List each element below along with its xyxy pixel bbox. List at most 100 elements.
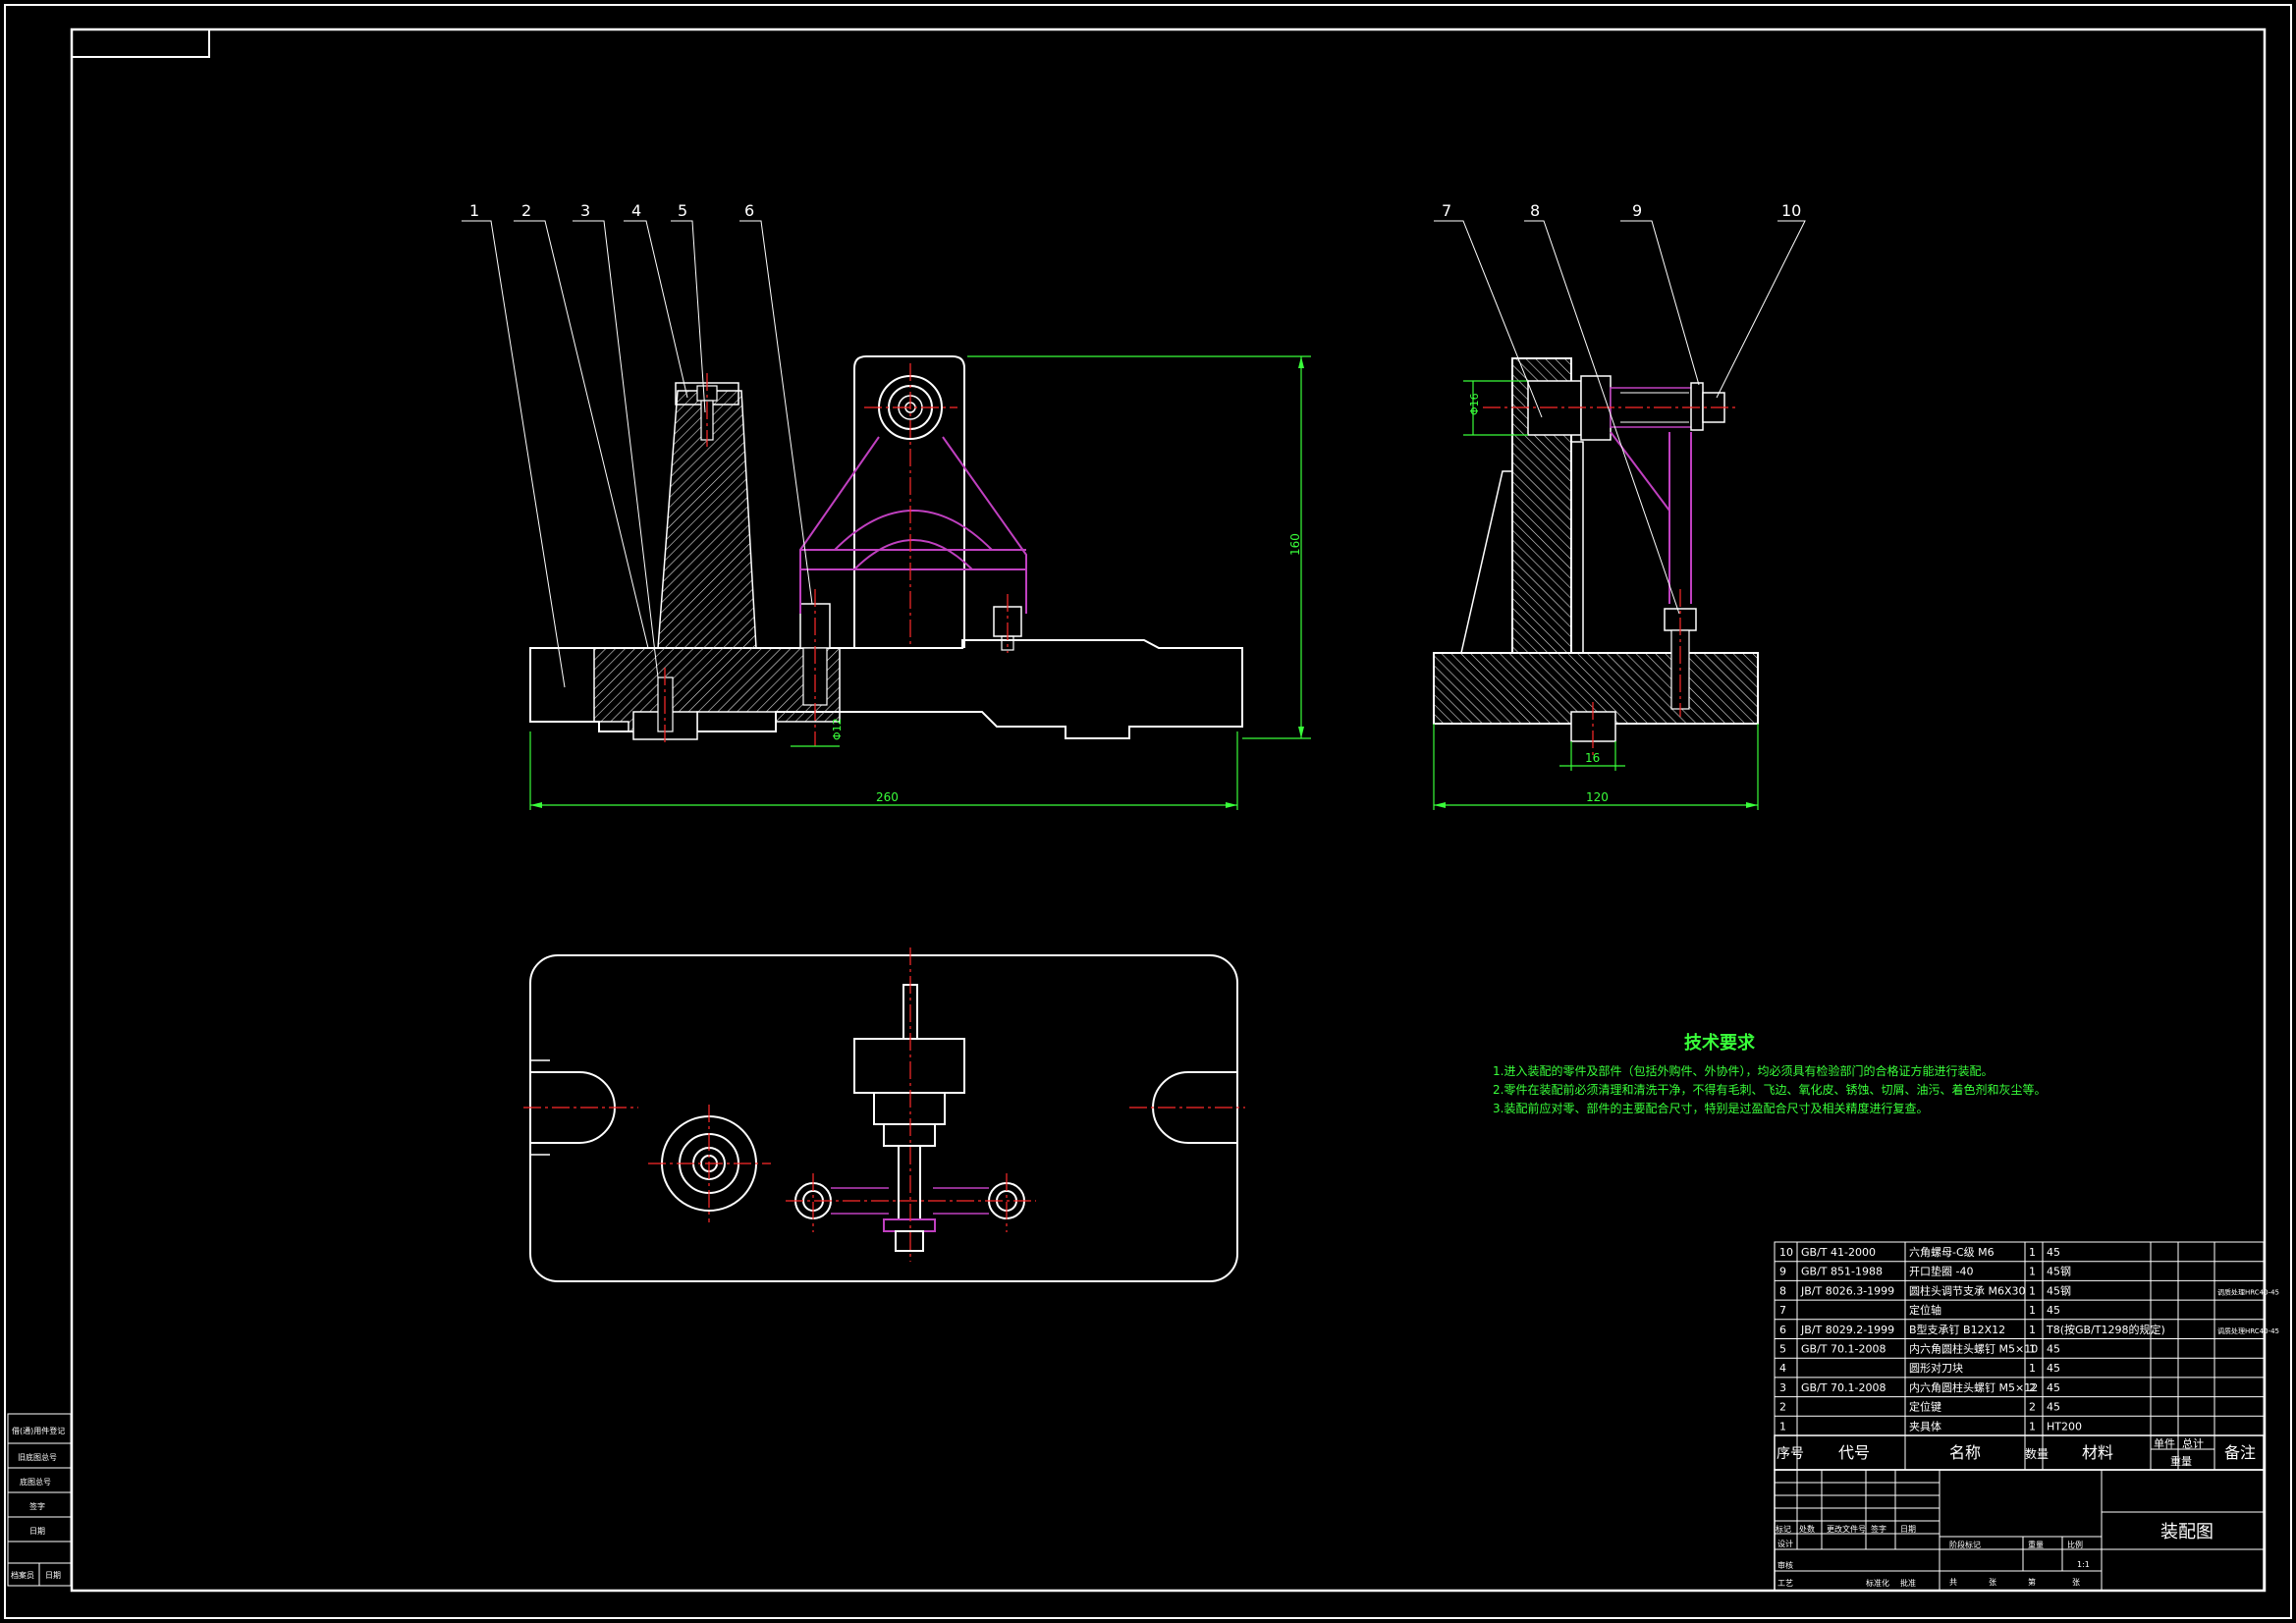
stage-label: 重量 [2028, 1540, 2044, 1549]
parts-cell-no: 6 [1779, 1324, 1786, 1336]
title-block-labels: 标记 处数 更改文件号 签字 日期 设计 审核 工艺 标准化 批准 阶段标记 重… [1776, 1524, 2090, 1588]
header-code: 代号 [1838, 1443, 1870, 1462]
tech-requirement-item: 2.零件在装配前必须清理和清洗干净，不得有毛刺、飞边、氧化皮、锈蚀、切屑、油污、… [1493, 1082, 2046, 1097]
sign-label: 签字 [1871, 1524, 1886, 1534]
parts-cell-qty: 1 [2029, 1343, 2036, 1356]
parts-cell-code: JB/T 8026.3-1999 [1800, 1284, 1894, 1297]
sheet-label: 张 [2072, 1578, 2080, 1587]
header-unit-weight: 单件 [2154, 1437, 2175, 1450]
left-strip [7, 1413, 72, 1587]
balloon-1: 1 [469, 201, 479, 220]
left-strip-label: 日期 [45, 1571, 61, 1580]
dim-side-small: 16 [1585, 751, 1600, 765]
parts-cell-name: 定位轴 [1909, 1303, 1941, 1317]
parts-cell-qty: 1 [2029, 1246, 2036, 1259]
parts-cell-material: 45 [2047, 1362, 2060, 1375]
title-block [1774, 1469, 2265, 1592]
sheet-label: 张 [1989, 1578, 1996, 1587]
parts-row: 6 JB/T 8029.2-1999 B型支承钉 B12X12 1 T8(按GB/T12… [1779, 1323, 2279, 1336]
sign-label: 设计 [1777, 1539, 1793, 1548]
balloon-labels: 1 2 3 4 5 6 7 8 9 10 [469, 201, 1801, 220]
header-material: 材料 [2082, 1443, 2113, 1462]
front-view: 260 160 Φ12 [529, 355, 1311, 810]
header-qty: 数量 [2025, 1446, 2049, 1461]
parts-cell-material: 45钢 [2047, 1284, 2071, 1297]
header-total-weight: 总计 [2182, 1436, 2204, 1450]
left-strip-label: 旧底图总号 [18, 1452, 57, 1462]
parts-cell-remark: 调质处理HRC40-45 [2217, 1326, 2279, 1335]
parts-cell-name: 内六角圆柱头螺钉 M5×12 [1909, 1380, 2038, 1394]
parts-cell-material: 45钢 [2047, 1266, 2071, 1278]
parts-cell-material: HT200 [2047, 1420, 2082, 1433]
parts-header: 序号 代号 名称 数量 材料 单件 总计 重量 备注 [1774, 1434, 2265, 1471]
parts-cell-qty: 1 [2029, 1362, 2036, 1375]
parts-cell-no: 2 [1779, 1401, 1786, 1414]
sheet-label: 第 [2028, 1577, 2036, 1587]
top-view-centerlines [523, 947, 1245, 1262]
tech-requirements-title: 技术要求 [1684, 1032, 1756, 1054]
parts-cell-name: 六角螺母-C级 M6 [1909, 1246, 1995, 1259]
parts-cell-material: 45 [2047, 1304, 2060, 1317]
parts-cell-qty: 1 [2029, 1266, 2036, 1278]
tech-requirements: 技术要求 1.进入装配的零件及部件（包括外购件、外协件），均必须具有检验部门的合… [1493, 1032, 2046, 1115]
parts-cell-qty: 2 [2029, 1381, 2036, 1394]
left-strip-label: 档案员 [11, 1570, 34, 1580]
balloon-4: 4 [631, 201, 641, 220]
balloon-leaders [462, 220, 1806, 688]
stage-label: 阶段标记 [1949, 1540, 1981, 1549]
left-strip-label: 签字 [29, 1501, 45, 1511]
parts-cell-material: 45 [2047, 1381, 2060, 1394]
sign-label: 更改文件号 [1827, 1524, 1866, 1534]
parts-cell-code: GB/T 41-2000 [1801, 1246, 1876, 1259]
balloon-7: 7 [1442, 201, 1451, 220]
parts-cell-name: 夹具体 [1909, 1419, 1941, 1433]
parts-cell-code: GB/T 70.1-2008 [1801, 1381, 1886, 1394]
parts-cell-name: B型支承钉 B12X12 [1909, 1323, 2005, 1336]
scale-value: 1:1 [2077, 1560, 2090, 1569]
top-view [529, 954, 1238, 1282]
balloon-3: 3 [580, 201, 590, 220]
parts-cell-qty: 2 [2029, 1401, 2036, 1414]
sign-label: 标记 [1776, 1524, 1791, 1534]
parts-cell-remark: 调质处理HRC40-45 [2217, 1287, 2279, 1296]
parts-cell-code: JB/T 8029.2-1999 [1800, 1324, 1894, 1336]
sign-label: 处数 [1799, 1524, 1815, 1534]
parts-cell-material: 45 [2047, 1401, 2060, 1414]
drawing-name: 装配图 [2160, 1522, 2214, 1542]
parts-cell-material: T8(按GB/T1298的规定) [2046, 1323, 2165, 1336]
left-strip-label: 借(通)用件登记 [12, 1426, 65, 1435]
parts-cell-no: 7 [1779, 1304, 1786, 1317]
sign-label: 日期 [1900, 1525, 1916, 1534]
header-weight: 重量 [2170, 1454, 2192, 1468]
parts-cell-no: 10 [1779, 1246, 1793, 1259]
parts-cell-no: 9 [1779, 1266, 1786, 1278]
sheet-label: 共 [1949, 1578, 1957, 1587]
tech-requirement-item: 1.进入装配的零件及部件（包括外购件、外协件），均必须具有检验部门的合格证方能进… [1493, 1063, 1993, 1078]
sign-label: 批准 [1900, 1578, 1916, 1588]
parts-cell-no: 4 [1779, 1362, 1786, 1375]
balloon-5: 5 [678, 201, 687, 220]
left-strip-label: 日期 [29, 1527, 45, 1536]
left-strip-labels: 借(通)用件登记 旧底图总号 底图总号 签字 日期 档案员 日期 [11, 1426, 65, 1580]
parts-cell-qty: 1 [2029, 1284, 2036, 1297]
balloon-10: 10 [1781, 201, 1801, 220]
parts-cell-no: 3 [1779, 1381, 1786, 1394]
dim-side-hole: Φ16 [1468, 393, 1481, 415]
parts-cell-no: 1 [1779, 1420, 1786, 1433]
parts-cell-name: 开口垫圈 -40 [1909, 1265, 1973, 1278]
dim-front-width: 260 [876, 790, 899, 804]
parts-cell-qty: 1 [2029, 1324, 2036, 1336]
stage-label: 比例 [2067, 1540, 2083, 1549]
left-strip-label: 底图总号 [20, 1477, 51, 1487]
dim-front-small: Φ12 [831, 718, 844, 740]
tech-requirement-item: 3.装配前应对零、部件的主要配合尺寸，特别是过盈配合尺寸及相关精度进行复查。 [1493, 1101, 1928, 1115]
